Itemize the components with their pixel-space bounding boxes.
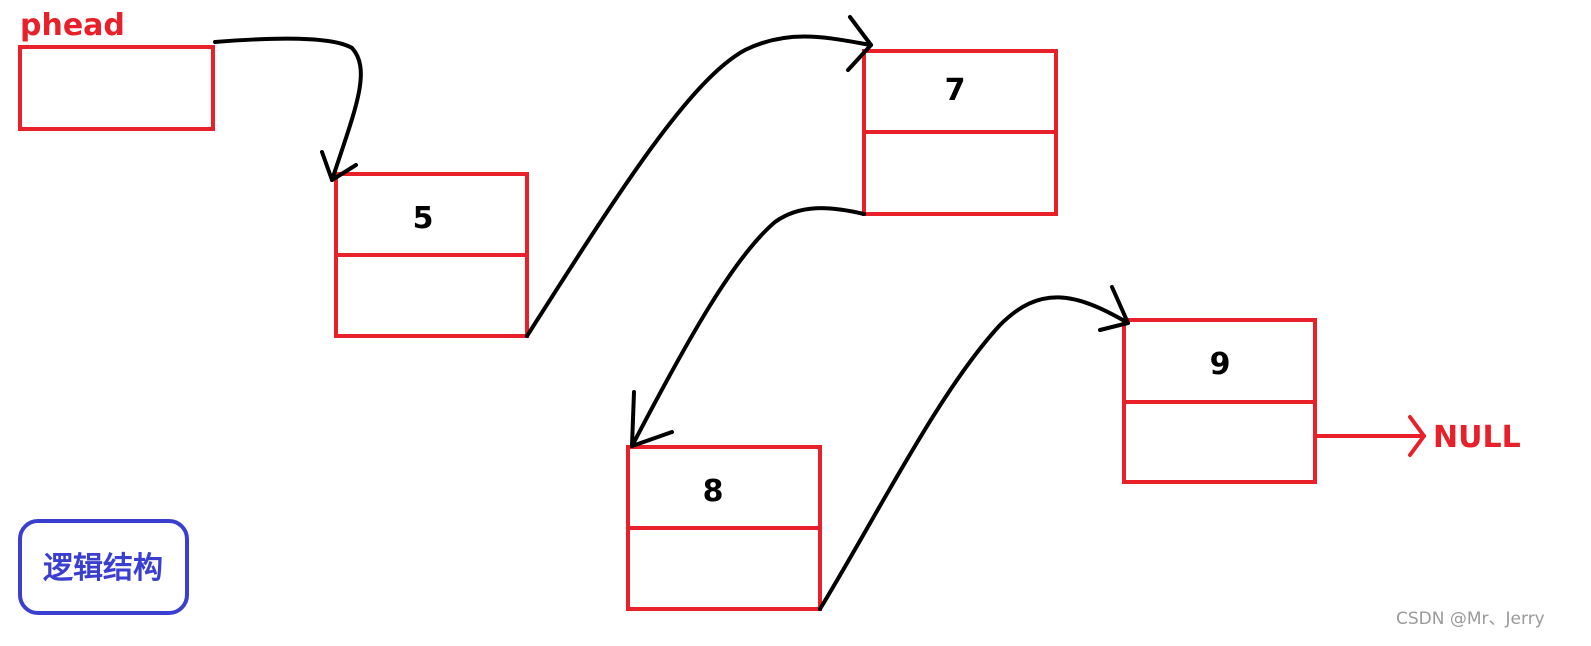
list-node: 7 [862,49,1058,216]
node-value: 5 [413,201,434,236]
pointer-arrow [213,36,363,182]
list-node: 5 [334,172,529,338]
phead-box [18,45,215,131]
legend-label: 逻辑结构 [43,551,163,586]
node-value: 7 [945,73,966,108]
pointer-arrow [525,15,873,338]
pointer-arrow [630,206,866,448]
legend-badge: 逻辑结构 [18,519,189,615]
legend-border [18,519,189,615]
watermark: CSDN @Mr、Jerry [1396,609,1545,629]
null-label: NULL [1433,420,1521,455]
node-value: 9 [1210,347,1231,382]
node-value: 8 [703,474,724,509]
phead-label: phead [20,8,125,43]
null-arrow [1315,415,1426,457]
list-node: 9 [1122,318,1317,484]
list-node: 8 [626,445,822,611]
pointer-arrow [818,285,1130,611]
